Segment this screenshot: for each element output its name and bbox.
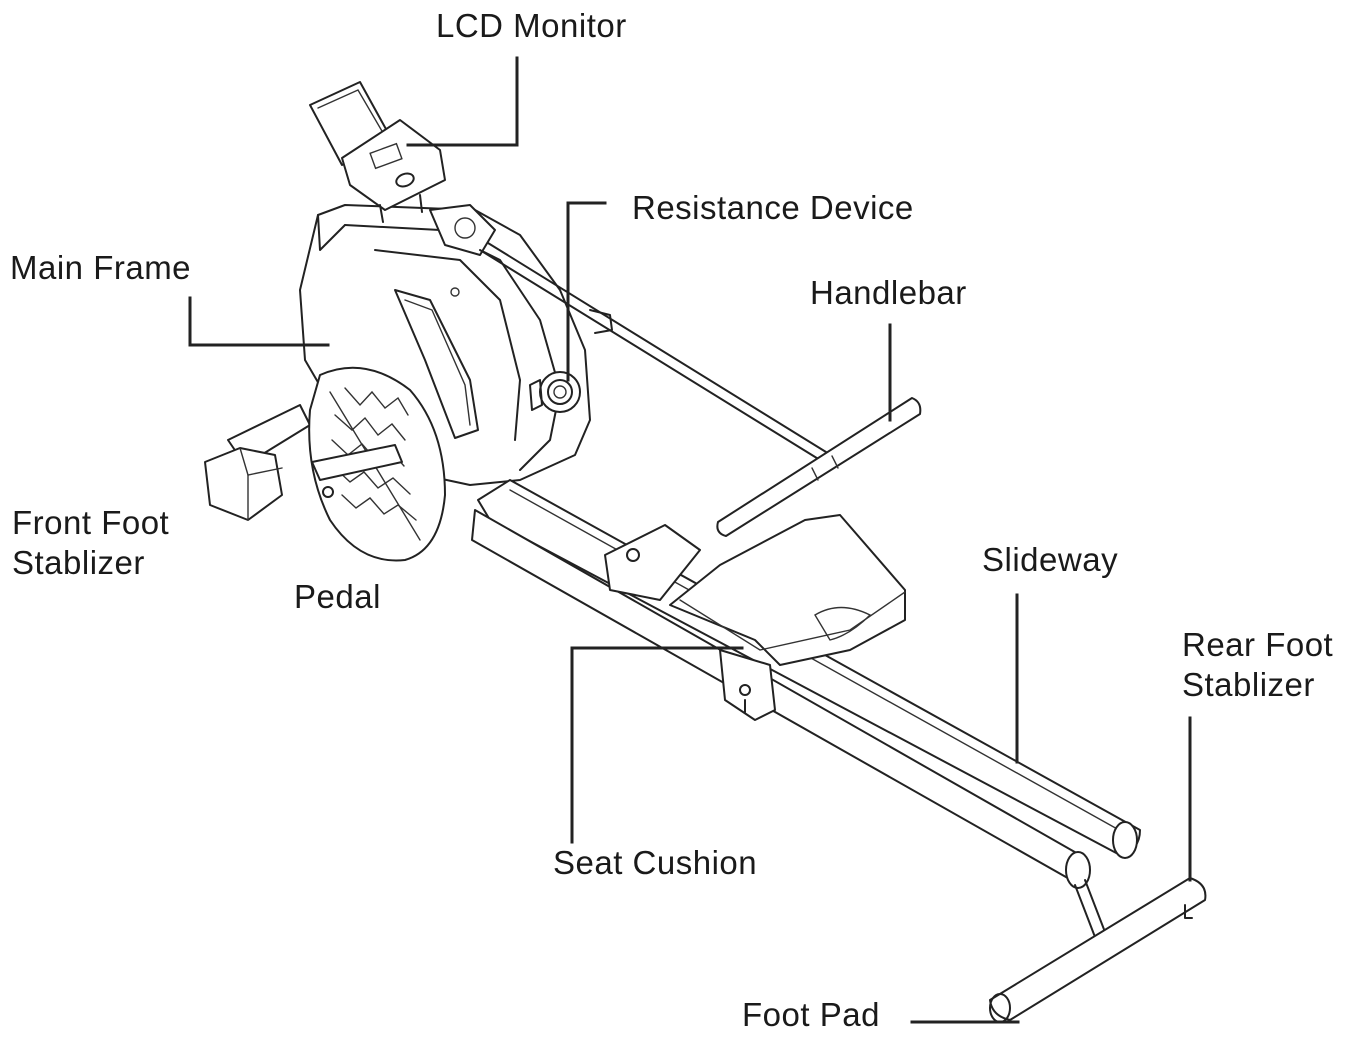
label-seat-cushion: Seat Cushion xyxy=(553,844,758,881)
label-lcd-monitor: LCD Monitor xyxy=(436,7,627,44)
leader-seat-cushion xyxy=(570,646,744,844)
label-rear-foot-stabilizer-line2: Stablizer xyxy=(1182,666,1315,703)
label-rear-foot-stabilizer-line1: Rear Foot xyxy=(1182,626,1334,663)
leader-resistance-device xyxy=(566,201,607,382)
front-foot-stabilizer-drawing xyxy=(204,404,311,521)
pedal-drawing xyxy=(308,366,446,562)
handlebar-drawing xyxy=(479,242,922,537)
rear-foot-stabilizer-drawing xyxy=(989,877,1207,1023)
leader-lines xyxy=(188,56,1192,1024)
label-main-frame: Main Frame xyxy=(10,249,192,286)
leader-lcd-monitor xyxy=(406,56,519,147)
label-front-foot-stabilizer-line2: Stablizer xyxy=(12,544,145,581)
resistance-device-drawing xyxy=(529,371,581,413)
label-front-foot-stabilizer-line1: Front Foot xyxy=(12,504,170,541)
label-pedal: Pedal xyxy=(294,578,381,615)
lcd-monitor-drawing xyxy=(309,81,446,223)
leader-main-frame xyxy=(188,296,330,347)
label-resistance-device: Resistance Device xyxy=(632,189,914,226)
seat-cushion-drawing xyxy=(604,514,906,721)
label-slideway: Slideway xyxy=(982,541,1119,578)
label-handlebar: Handlebar xyxy=(810,274,967,311)
label-foot-pad: Foot Pad xyxy=(742,996,880,1033)
